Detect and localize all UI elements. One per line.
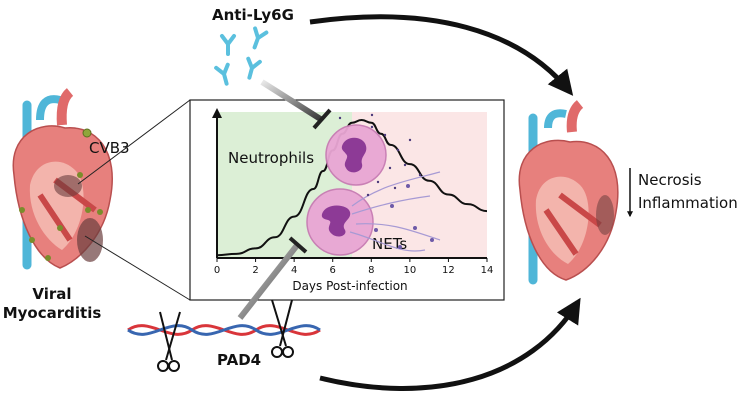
neutrophil-cell-icon [325, 124, 387, 186]
arrow-bottom-to-outcome [319, 297, 581, 391]
x-tick-label-10: 10 [403, 265, 416, 276]
pad4-inhibition-line [237, 242, 301, 320]
antibody-inhibition-bar [312, 108, 332, 130]
scissors-icon-2 [271, 299, 294, 358]
zoom-line-top [77, 99, 191, 185]
enzyme-label: PAD4 [217, 351, 261, 369]
virus-label: CVB3 [89, 139, 130, 157]
region-label-nets: NETs [372, 235, 407, 253]
x-tick-label-0: 0 [214, 265, 220, 276]
infected-heart-illustration [12, 88, 113, 270]
outcome-label-line2: Inflammation [638, 194, 738, 212]
outcome-label-line1: Necrosis [638, 171, 702, 189]
scissors-icon [157, 311, 181, 372]
zoom-line-bottom [84, 235, 191, 301]
y-axis-arrowhead [212, 108, 222, 118]
x-tick-label-4: 4 [291, 265, 297, 276]
virus-particle-icon [82, 128, 92, 138]
dna-helix-icon [127, 324, 321, 336]
x-tick-label-12: 12 [442, 265, 455, 276]
antibody-inhibition-line [260, 79, 324, 123]
pad4-inhibition-bar [288, 236, 308, 254]
x-tick-label-14: 14 [481, 265, 494, 276]
series-line-0 [216, 118, 488, 257]
x-axis-title: Days Post-infection [292, 279, 407, 293]
disease-label-line1: Viral [32, 285, 71, 303]
antibody-label: Anti-Ly6G [212, 6, 294, 24]
antibody-icon [214, 26, 269, 86]
outcome-heart-illustration [518, 100, 619, 285]
x-tick-label-6: 6 [330, 265, 336, 276]
granule-dots [338, 113, 422, 197]
arrow-top-to-outcome [309, 14, 574, 96]
x-tick-label-2: 2 [252, 265, 258, 276]
disease-label-line2: Myocarditis [3, 304, 102, 322]
region-label-neutrophils: Neutrophils [228, 149, 314, 167]
x-tick-label-8: 8 [368, 265, 374, 276]
net-forming-cell-icon [306, 171, 441, 256]
